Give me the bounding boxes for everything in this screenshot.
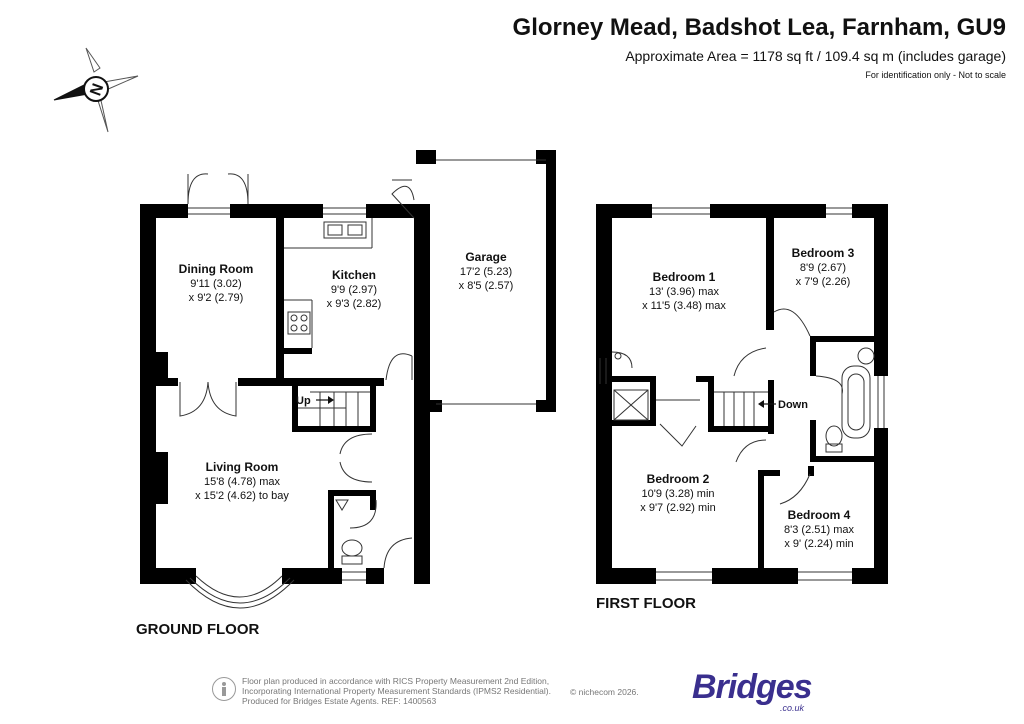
room-dining-room: Dining Room 9'11 (3.02) x 9'2 (2.79)	[179, 262, 254, 304]
first-floor-stairs-arrow	[758, 400, 776, 408]
room-kitchen: Kitchen 9'9 (2.97) x 9'3 (2.82)	[327, 268, 382, 310]
brand-logo: Bridges	[692, 668, 813, 706]
room-name: Bedroom 3	[792, 246, 855, 260]
room-dims: x 9'2 (2.79)	[189, 292, 244, 304]
room-bedroom-3: Bedroom 3 8'9 (2.67) x 7'9 (2.26)	[792, 246, 855, 288]
room-dims: x 9'3 (2.82)	[327, 298, 382, 310]
room-dims: 15'8 (4.78) max	[204, 476, 281, 488]
room-dims: x 7'9 (2.26)	[796, 276, 851, 288]
approximate-area: Approximate Area = 1178 sq ft / 109.4 sq…	[625, 48, 1006, 64]
room-bedroom-2: Bedroom 2 10'9 (3.28) min x 9'7 (2.92) m…	[640, 472, 715, 514]
first-floor-label: FIRST FLOOR	[596, 595, 696, 612]
ground-floor-stairs-arrow	[316, 396, 334, 404]
stairs-down-label: Down	[778, 399, 808, 411]
footer-line: Floor plan produced in accordance with R…	[242, 676, 550, 686]
room-living-room: Living Room 15'8 (4.78) max x 15'2 (4.62…	[195, 460, 289, 502]
room-name: Kitchen	[332, 268, 376, 282]
room-dims: x 11'5 (3.48) max	[642, 300, 726, 312]
person-icon	[212, 677, 236, 701]
room-dims: 8'9 (2.67)	[800, 262, 846, 274]
room-dims: 8'3 (2.51) max	[784, 524, 854, 536]
room-name: Bedroom 2	[647, 472, 710, 486]
first-floor-fixtures	[599, 207, 885, 581]
room-name: Dining Room	[179, 262, 254, 276]
room-dims: 13' (3.96) max	[649, 286, 719, 298]
compass-icon: N	[53, 47, 139, 133]
room-dims: x 9'7 (2.92) min	[640, 502, 715, 514]
room-name: Bedroom 4	[788, 508, 851, 522]
compass-letter: N	[87, 81, 107, 98]
room-dims: 9'11 (3.02)	[190, 278, 241, 290]
room-bedroom-1: Bedroom 1 13' (3.96) max x 11'5 (3.48) m…	[642, 270, 726, 312]
ground-floor-walls	[140, 150, 556, 584]
room-name: Garage	[465, 250, 507, 264]
brand-domain: .co.uk	[780, 703, 805, 713]
footer-line: Incorporating International Property Mea…	[242, 686, 551, 696]
room-dims: x 9' (2.24) min	[784, 538, 853, 550]
room-dims: 10'9 (3.28) min	[641, 488, 714, 500]
identification-note: For identification only - Not to scale	[865, 70, 1006, 80]
room-name: Living Room	[206, 460, 279, 474]
ground-floor-fixtures	[179, 159, 546, 609]
copyright: © nichecom 2026.	[570, 687, 639, 697]
ground-floor-label: GROUND FLOOR	[136, 621, 259, 638]
stairs-up-label: Up	[296, 395, 311, 407]
footer-disclaimer: Floor plan produced in accordance with R…	[242, 676, 551, 706]
room-garage: Garage 17'2 (5.23) x 8'5 (2.57)	[459, 250, 514, 292]
room-dims: x 15'2 (4.62) to bay	[195, 490, 289, 502]
property-title: Glorney Mead, Badshot Lea, Farnham, GU9	[512, 14, 1006, 41]
room-name: Bedroom 1	[653, 270, 716, 284]
room-dims: 9'9 (2.97)	[331, 284, 377, 296]
room-bedroom-4: Bedroom 4 8'3 (2.51) max x 9' (2.24) min	[784, 508, 854, 550]
room-dims: 17'2 (5.23)	[460, 266, 512, 278]
room-dims: x 8'5 (2.57)	[459, 280, 514, 292]
footer-line: Produced for Bridges Estate Agents. REF:…	[242, 696, 437, 706]
